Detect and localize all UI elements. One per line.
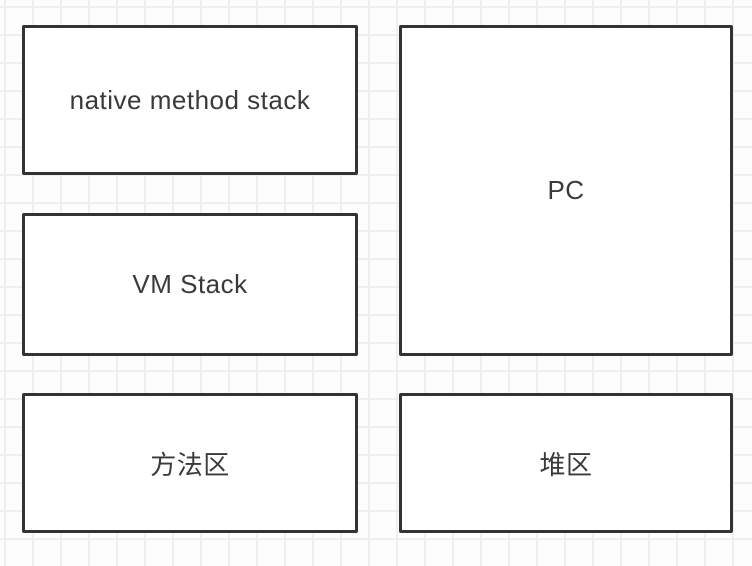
node-pc: PC [399, 25, 733, 356]
node-method-area-label: 方法区 [150, 449, 230, 480]
node-pc-label: PC [547, 175, 585, 205]
node-native-method-stack-label: native method stack [69, 84, 311, 115]
node-heap-area: 堆区 [399, 393, 733, 533]
node-native-method-stack: native method stack [22, 25, 358, 175]
node-vm-stack-label: VM Stack [132, 269, 248, 299]
node-vm-stack: VM Stack [22, 213, 358, 356]
node-method-area: 方法区 [22, 393, 358, 533]
node-heap-area-label: 堆区 [539, 449, 593, 480]
